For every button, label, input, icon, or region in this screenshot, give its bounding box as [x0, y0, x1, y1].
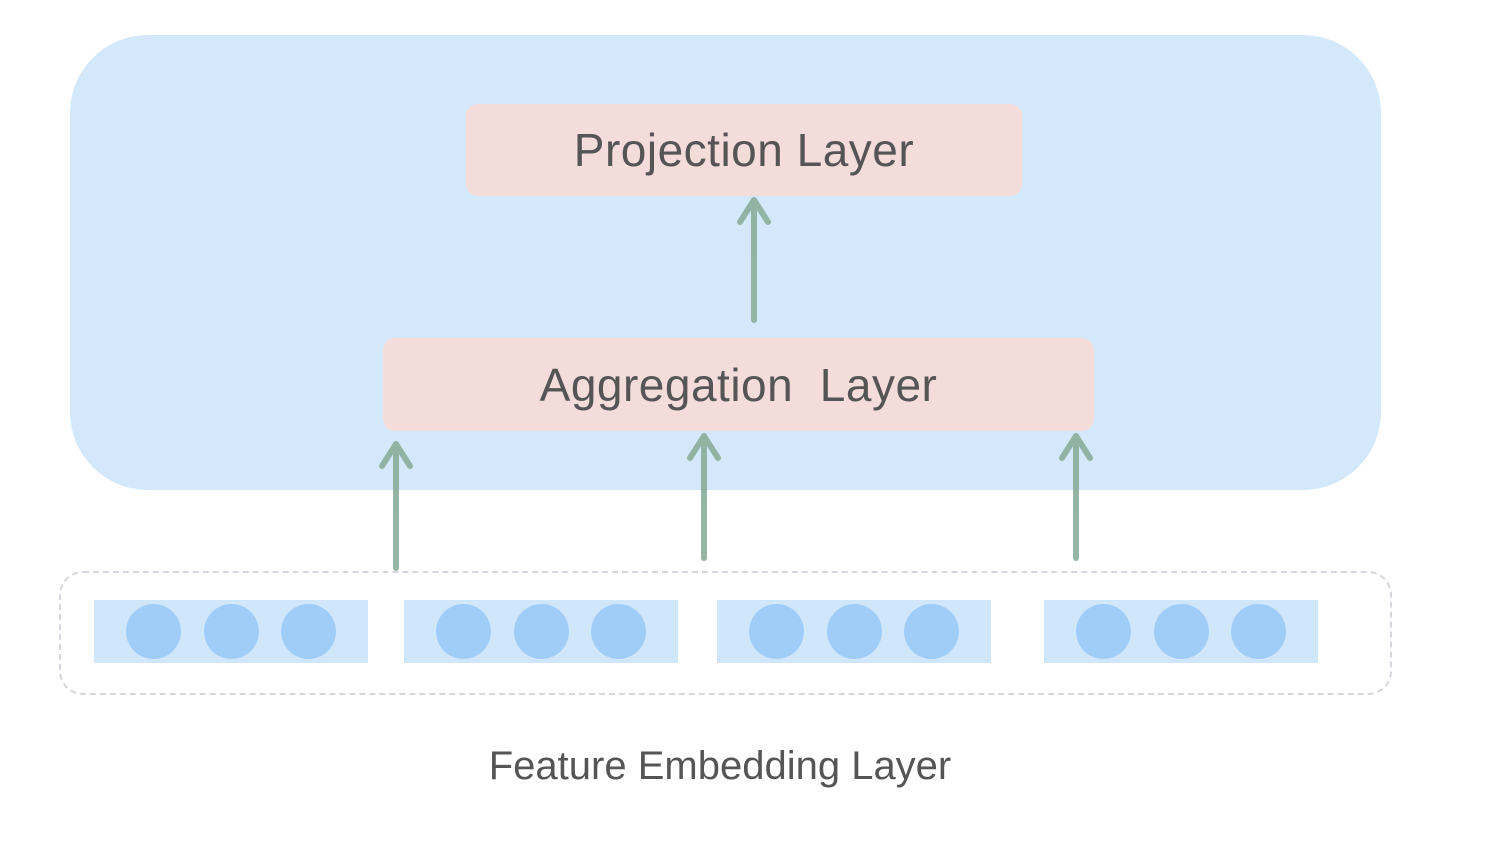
embedding-node: [590, 604, 646, 659]
embedding-node: [1076, 604, 1132, 659]
aggregation-layer-label: Aggregation Layer: [539, 358, 938, 411]
embedding-node: [126, 604, 182, 659]
embedding-vector-4: [1044, 600, 1318, 663]
projection-layer-label: Projection Layer: [573, 124, 915, 176]
embedding-vector-1: [94, 600, 368, 663]
embedding-node: [280, 604, 336, 659]
embedding-node: [903, 604, 959, 659]
embedding-vector-3: [717, 600, 991, 663]
embedding-vector-2: [404, 600, 678, 663]
feature-embedding-caption: Feature Embedding Layer: [488, 744, 952, 788]
projection-layer-box: Projection Layer: [466, 104, 1022, 196]
embedding-node: [1153, 604, 1209, 659]
feature-embedding-container: [59, 571, 1392, 695]
embedding-node: [1230, 604, 1286, 659]
embedding-node: [436, 604, 492, 659]
embedding-node: [203, 604, 259, 659]
aggregation-layer-box: Aggregation Layer: [383, 338, 1094, 431]
embedding-node: [826, 604, 882, 659]
embedding-node: [749, 604, 805, 659]
embedding-node: [513, 604, 569, 659]
